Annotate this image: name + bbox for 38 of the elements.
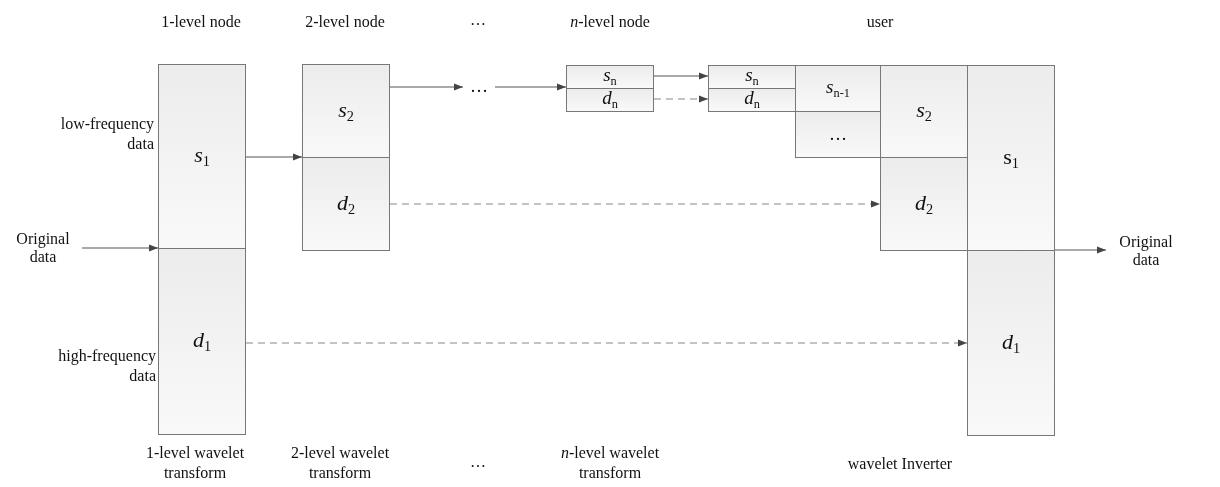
arrow bbox=[494, 83, 567, 91]
arrow bbox=[653, 72, 709, 80]
arrow bbox=[81, 244, 159, 252]
text-label: 2-level node bbox=[304, 12, 386, 32]
coefficient-cell: s$_{1}$ bbox=[158, 64, 246, 249]
text-label: 1-level node bbox=[160, 12, 242, 32]
arrow bbox=[245, 339, 968, 347]
text-label: 1-level wavelet transform bbox=[144, 443, 246, 483]
text-label: high-frequency data bbox=[57, 346, 156, 386]
coefficient-cell: d$_{n}$ bbox=[708, 88, 796, 112]
coefficient-cell: d$_{2}$ bbox=[302, 157, 390, 251]
text-label: … bbox=[463, 76, 495, 98]
coefficient-cell: s$_{2}$ bbox=[880, 65, 968, 158]
coefficient-cell: s$_{n-1}$ bbox=[795, 65, 881, 112]
text-label: 2-level wavelet transform bbox=[289, 443, 391, 483]
coefficient-cell: s$_{2}$ bbox=[302, 64, 390, 158]
arrow bbox=[389, 200, 881, 208]
text-label: user bbox=[865, 12, 895, 32]
text-label: n-level wavelet transform bbox=[559, 443, 661, 483]
coefficient-cell: d$_{n}$ bbox=[566, 88, 654, 112]
coefficient-cell: d$_{1}$ bbox=[158, 248, 246, 435]
arrow bbox=[245, 153, 303, 161]
coefficient-cell: s$_{1}$ bbox=[967, 65, 1055, 251]
text-label: Original data bbox=[1106, 228, 1186, 274]
coefficient-cell: s$_{n}$ bbox=[708, 65, 796, 89]
coefficient-cell: … bbox=[795, 111, 881, 158]
coefficient-cell: s$_{n}$ bbox=[566, 65, 654, 89]
coefficient-cell: d$_{2}$ bbox=[880, 157, 968, 251]
arrow bbox=[1054, 246, 1107, 254]
text-label: low-frequency data bbox=[59, 114, 154, 154]
text-label: … bbox=[469, 10, 487, 30]
text-label: n-level node bbox=[569, 12, 651, 32]
arrow bbox=[653, 95, 709, 103]
text-label: wavelet Inverter bbox=[846, 454, 954, 474]
text-label: … bbox=[469, 452, 487, 472]
arrow bbox=[389, 83, 464, 91]
coefficient-cell: d$_{1}$ bbox=[967, 250, 1055, 436]
text-label: Original data bbox=[4, 226, 82, 270]
